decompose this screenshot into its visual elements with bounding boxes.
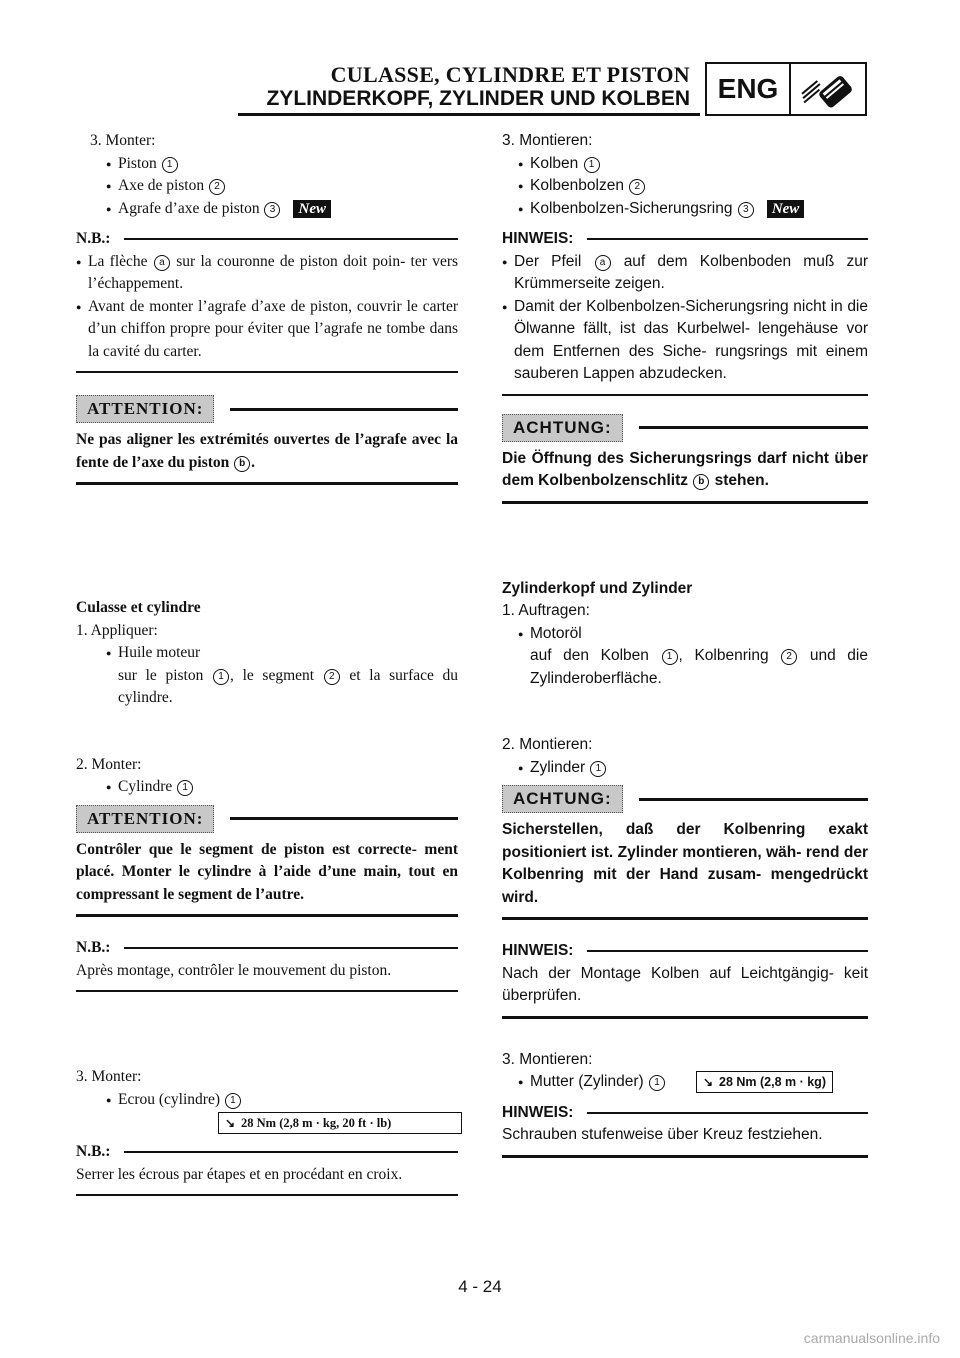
note-bullet: Damit der Kolbenbolzen-Sicherungsring ni… [502, 296, 868, 386]
note-text: Après montage, contrôler le mouvement du… [76, 961, 392, 979]
divider [502, 500, 868, 504]
list-item: Kolben 1 [518, 153, 868, 176]
engine-piston-icon [791, 64, 865, 114]
section-tab: ENG [705, 62, 867, 116]
list-item: Cylindre 1 [106, 776, 458, 799]
divider [76, 1194, 458, 1196]
list-item: Kolbenbolzen 2 [518, 175, 868, 198]
note-heading: N.B.: [76, 937, 458, 960]
french-column: 3. Monter: Piston 1 Axe de piston 2 Agra… [76, 130, 462, 1196]
caution-heading: ATTENTION: [76, 804, 458, 833]
step-title: 3. Monter: [90, 132, 156, 149]
list-item: Mutter (Zylinder) 1 ↘28 Nm (2,8 m · kg) [518, 1071, 868, 1094]
new-badge: New [293, 199, 331, 218]
note-heading: N.B.: [76, 1141, 458, 1164]
header-title-fr: CULASSE, CYLINDRE ET PISTON [330, 62, 690, 87]
note-bullet: La flèche a sur la couronne de piston do… [76, 251, 458, 296]
wrench-icon: ↘ [702, 1074, 714, 1089]
caution-text: Ne pas aligner les extrémités ouvertes d… [76, 431, 458, 472]
caution-text: Sicherstellen, daß der Kolbenring exakt … [502, 821, 868, 906]
list-item-detail: auf den Kolben 1, Kolbenring 2 und die Z… [530, 647, 868, 687]
list-item: Zylinder 1 [518, 757, 868, 780]
list-item: Motoröl [518, 623, 868, 646]
section-title: Zylinderkopf und Zylinder [502, 579, 693, 597]
divider [502, 1154, 868, 1158]
note-bullet: Der Pfeil a auf dem Kolbenboden muß zur … [502, 251, 868, 296]
note-heading: N.B.: [76, 228, 458, 251]
step-title: 2. Monter: [76, 755, 142, 773]
caution-heading: ATTENTION: [76, 395, 458, 423]
step-title: 2. Montieren: [502, 736, 593, 753]
step-title: 3. Monter: [76, 1068, 142, 1085]
step-title: 1. Auftragen: [502, 602, 590, 619]
note-text: Nach der Montage Kolben auf Leichtgängig… [502, 964, 868, 1005]
torque-spec: ↘28 Nm (2,8 m · kg, 20 ft · lb) [218, 1112, 462, 1134]
note-heading: HINWEIS: [502, 228, 868, 251]
note-text: Schrauben stufenweise über Kreuz festzie… [502, 1126, 823, 1143]
caution-heading: ACHTUNG: [502, 413, 868, 442]
caution-text: Contrôler que le segment de piston est c… [76, 840, 458, 903]
note-text: Serrer les écrous par étapes et en procé… [76, 1165, 403, 1183]
step-title: 3. Montieren: [502, 132, 593, 149]
note-heading: HINWEIS: [502, 940, 868, 963]
divider [76, 482, 458, 485]
divider [502, 917, 868, 920]
wrench-icon: ↘ [224, 1115, 236, 1130]
list-item: Ecrou (cylindre) 1 [106, 1089, 458, 1112]
divider [502, 393, 868, 396]
divider [502, 1015, 868, 1019]
divider [76, 371, 458, 373]
header-title-de: ZYLINDERKOPF, ZYLINDER UND KOLBEN [266, 87, 690, 110]
divider [76, 914, 458, 917]
watermark: carmanualsonline.info [803, 1330, 940, 1346]
section-label: ENG [707, 64, 791, 114]
step-title: 1. Appliquer: [76, 621, 158, 639]
caution-heading: ACHTUNG: [502, 785, 868, 813]
list-item: Piston 1 [106, 153, 458, 176]
section-title: Culasse et cylindre [76, 599, 201, 616]
divider [76, 990, 458, 992]
list-item: Axe de piston 2 [106, 175, 458, 198]
german-column: 3. Montieren: Kolben 1 Kolbenbolzen 2 Ko… [502, 130, 868, 1158]
list-item: Huile moteur [106, 642, 458, 665]
new-badge: New [766, 199, 805, 218]
torque-spec: ↘28 Nm (2,8 m · kg) [696, 1071, 833, 1093]
step-title: 3. Montieren: [502, 1050, 593, 1068]
page-number: 4 - 24 [458, 1277, 502, 1296]
note-bullet: Avant de monter l’agrafe d’axe de piston… [76, 296, 458, 364]
note-heading: HINWEIS: [502, 1102, 868, 1125]
caution-text: Die Öffnung des Sicherungsrings darf nic… [502, 449, 868, 490]
header-rule [238, 113, 700, 116]
list-item-detail: sur le piston 1, le segment 2 et la surf… [118, 666, 459, 707]
